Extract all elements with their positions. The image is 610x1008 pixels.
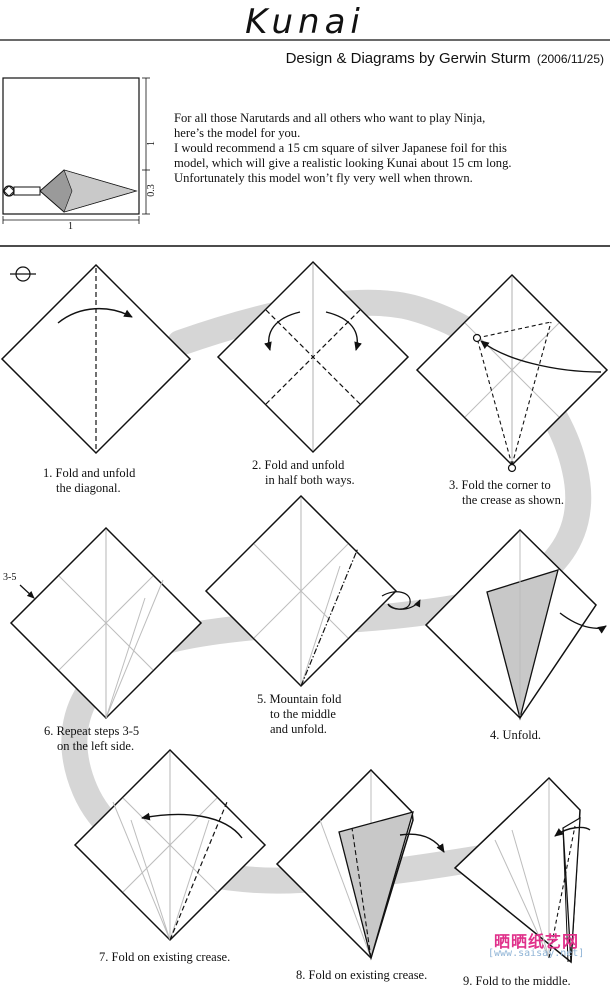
caption-line: 4. Unfold.: [490, 728, 542, 742]
step-2-caption: 2. Fold and unfold in half both ways.: [252, 458, 355, 488]
caption-line: 9. Fold to the middle.: [463, 974, 571, 988]
step-1-caption: 1. Fold and unfold the diagonal.: [43, 466, 135, 496]
step-7-caption: 7. Fold on existing crease.: [99, 950, 230, 965]
step-8-caption: 8. Fold on existing crease.: [296, 968, 427, 983]
caption-line: 5. Mountain fold: [257, 692, 342, 706]
step-9-caption: 9. Fold to the middle.: [463, 974, 571, 989]
caption-line: 8. Fold on existing crease.: [296, 968, 428, 982]
kunai-ring: [3, 185, 15, 197]
dimension-handle-label: 0.3: [145, 184, 157, 197]
step-4-caption: 4. Unfold.: [490, 728, 541, 743]
caption-line: 2. Fold and unfold: [252, 458, 345, 472]
kunai-handle: [13, 186, 41, 196]
repeat-marker: 3-5: [3, 572, 17, 583]
step-6-caption: 6. Repeat steps 3-5 on the left side.: [44, 724, 139, 754]
step-8-diagram: [275, 768, 445, 961]
credit-text: Design & Diagrams by Gerwin Sturm: [285, 50, 531, 67]
step-6-diagram: [9, 526, 203, 720]
dimension-side-label: 1: [146, 141, 157, 146]
caption-line: 1. Fold and unfold: [43, 466, 136, 480]
intro-text: For all those Narutards and all others w…: [174, 111, 594, 186]
rotate-symbol: [10, 266, 36, 282]
intro-line: For all those Narutards and all others w…: [174, 111, 486, 125]
step-2-diagram: [216, 260, 410, 454]
step-5-caption: 5. Mountain fold to the middle and unfol…: [257, 692, 341, 737]
caption-line: the crease as shown.: [462, 493, 565, 507]
step-5-diagram: [204, 494, 421, 688]
caption-line: 6. Repeat steps 3-5: [44, 724, 140, 738]
caption-line: 3. Fold the corner to: [449, 478, 551, 492]
intro-line: model, which will give a realistic looki…: [174, 156, 512, 170]
watermark-logo: 晒晒纸艺网: [494, 932, 580, 951]
preview-figure: [2, 77, 150, 224]
intro-line: Unfortunately this model won’t fly very …: [174, 171, 473, 185]
caption-line: 7. Fold on existing crease.: [99, 950, 231, 964]
dimension-width-label: 1: [68, 221, 73, 232]
step-4-diagram: [424, 528, 607, 721]
page-title: Kunai: [245, 2, 365, 42]
step-9-diagram: [453, 776, 591, 964]
caption-line: on the left side.: [57, 739, 135, 753]
intro-line: here’s the model for you.: [174, 126, 301, 140]
credit-line: Design & Diagrams by Gerwin Sturm (2006/…: [286, 50, 604, 67]
caption-line: and unfold.: [270, 722, 327, 736]
caption-line: to the middle: [270, 707, 336, 721]
intro-line: I would recommend a 15 cm square of silv…: [174, 141, 507, 155]
caption-line: the diagonal.: [56, 481, 121, 495]
step-7-diagram: [73, 748, 267, 942]
step-3-caption: 3. Fold the corner to the crease as show…: [449, 478, 564, 508]
credit-date: (2006/11/25): [536, 52, 604, 66]
step-3-diagram: [415, 273, 609, 473]
step-1-diagram: [0, 263, 192, 455]
watermark-url: [www.saisay.net]: [488, 948, 585, 959]
caption-line: in half both ways.: [265, 473, 355, 487]
